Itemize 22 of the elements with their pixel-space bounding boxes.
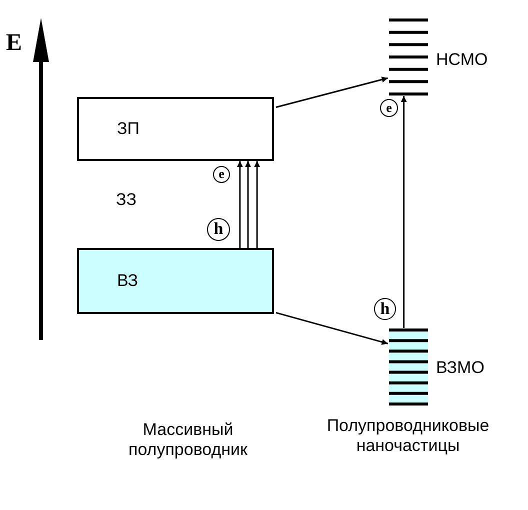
axis-label: E [6,30,22,57]
arrow [400,96,407,328]
arrow [276,76,388,108]
arrow [276,312,388,345]
level-label: ВЗМО [436,358,484,378]
energy-level-stack [389,18,428,96]
band-label: ЗП [117,119,140,139]
gap-label: ЗЗ [116,190,137,210]
caption-text: Массивный полупроводник [128,420,248,461]
arrow [245,161,251,248]
energy-band-box [77,248,274,314]
caption-text: Полупроводниковые наночастицы [326,416,490,457]
energy-band-box [77,97,274,161]
hole-symbol: h [207,218,230,241]
energy-level-stack [389,328,428,406]
level-label: НСМО [436,50,488,70]
band-label: ВЗ [117,271,138,291]
hole-symbol: h [374,298,396,320]
electron-symbol: e [380,99,398,117]
arrow [236,161,243,248]
arrow [254,161,260,248]
electron-symbol: e [213,166,230,183]
